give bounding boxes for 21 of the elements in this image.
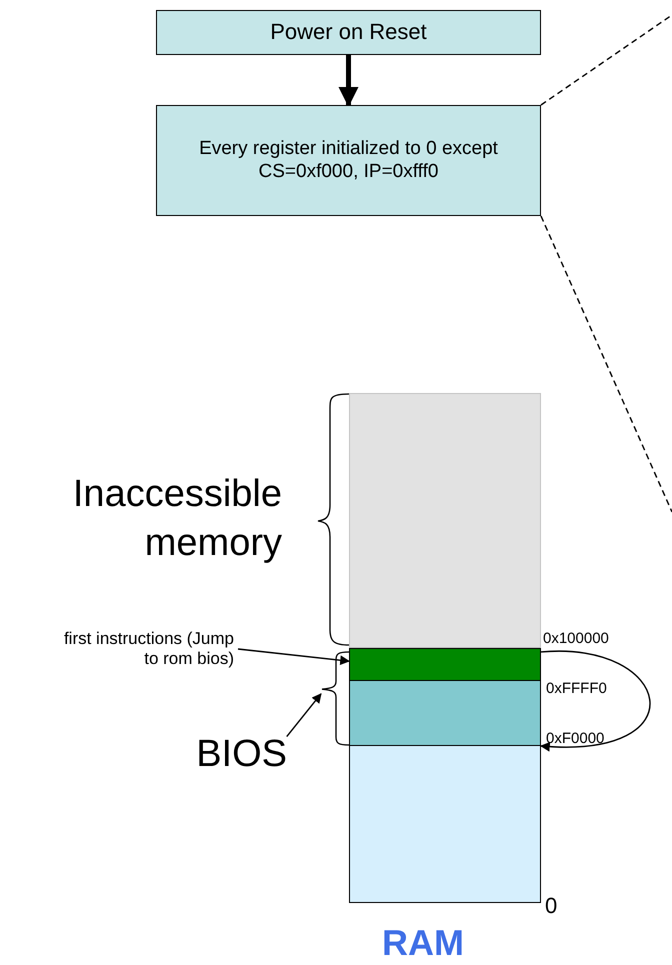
arrow <box>338 55 358 107</box>
memory-region <box>349 680 541 746</box>
address-label: 0x100000 <box>543 630 609 648</box>
process-box: Power on Reset <box>156 10 541 55</box>
address-label: 0xFFFF0 <box>546 680 607 698</box>
annotation-text: BIOS <box>168 732 293 778</box>
annotation-text: first instructions (Jump to rom bios) <box>40 626 240 672</box>
arrow <box>286 693 322 738</box>
process-box: Every register initialized to 0 except CS=0xf000, IP=0xfff0 <box>156 105 541 216</box>
region-label: Inaccessible memory <box>72 472 282 566</box>
memory-region <box>349 648 541 681</box>
memory-region <box>349 393 541 648</box>
caption-text: RAM <box>382 922 464 964</box>
curly-brace <box>321 652 349 745</box>
arrow <box>540 650 650 752</box>
address-label: 0xF0000 <box>546 730 604 748</box>
dashed-line <box>540 14 672 106</box>
dashed-line <box>540 216 672 512</box>
address-label: 0 <box>545 893 558 918</box>
leader-line <box>238 648 350 666</box>
memory-region <box>349 745 541 903</box>
